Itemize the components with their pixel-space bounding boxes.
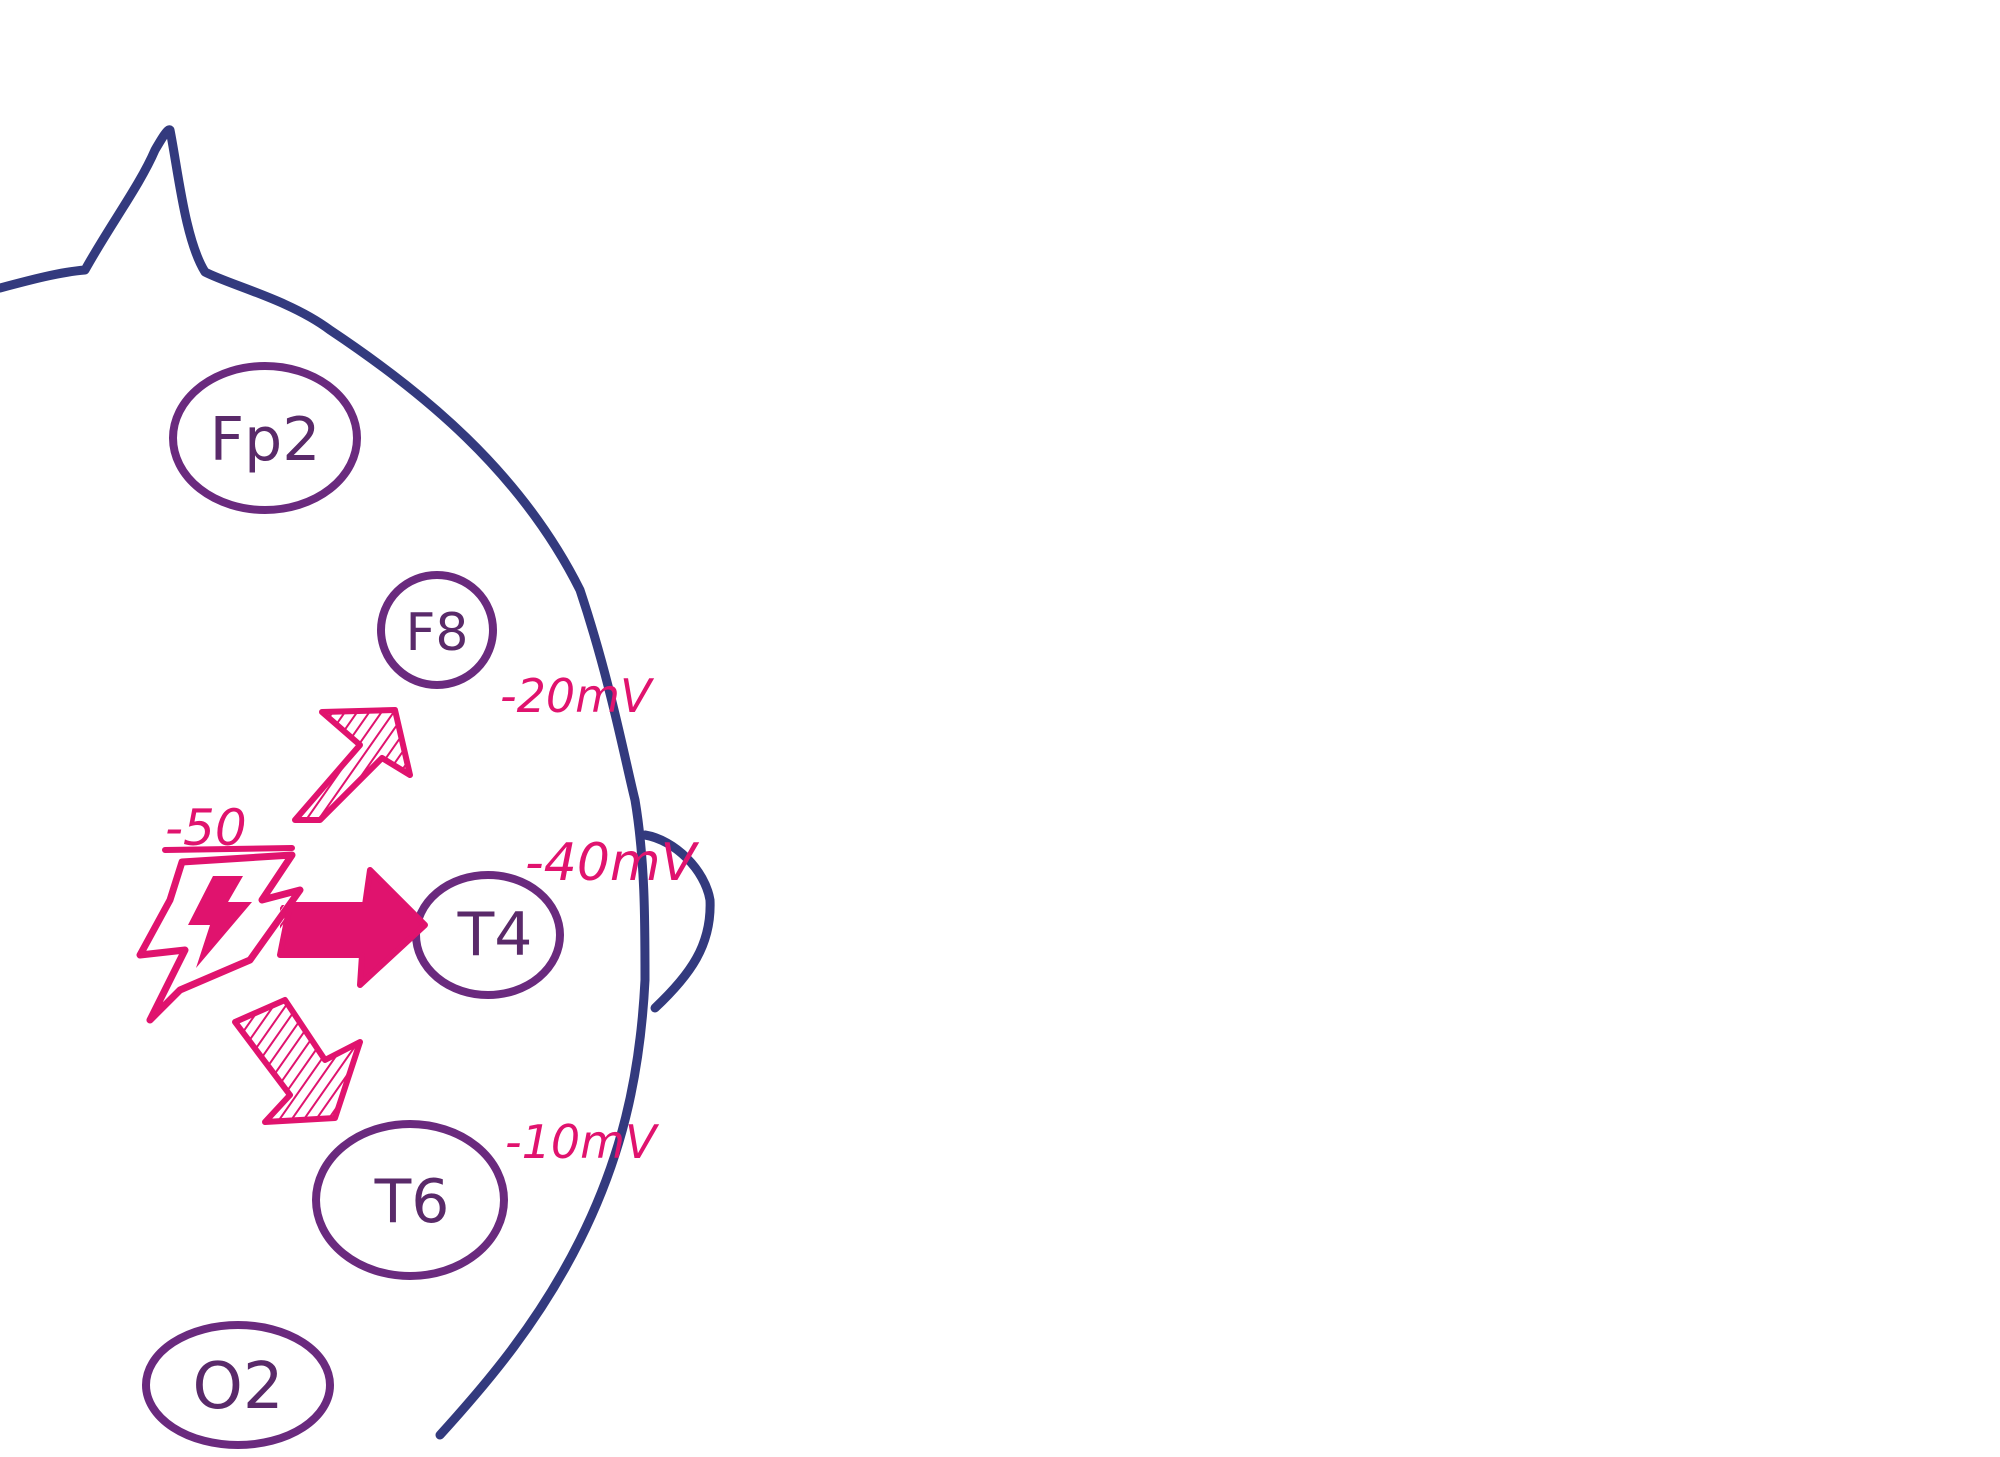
ear-outline	[640, 830, 715, 1013]
head-outline	[0, 125, 650, 1440]
arrow-icon-to-t4	[277, 867, 428, 988]
f8-potential: -20mV	[500, 669, 655, 723]
electrode-o2-label: O2	[192, 1350, 283, 1424]
lightning-bolt-icon	[136, 845, 304, 1024]
electrode-t6-label: T6	[374, 1167, 450, 1237]
arrow-icon-to-t6	[232, 997, 363, 1125]
electrode-fp2: Fp2	[169, 362, 361, 514]
electrode-t4-label: T4	[457, 900, 533, 970]
t6-potential: -10mV	[505, 1115, 660, 1169]
arrow-icon-to-f8	[292, 707, 413, 823]
electrode-fp2-label: Fp2	[210, 405, 321, 475]
source-potential: -50	[165, 799, 247, 857]
electrode-o2: O2	[142, 1321, 334, 1449]
electrode-t6: T6	[312, 1120, 508, 1280]
electrode-f8-label: F8	[406, 603, 469, 663]
t4-potential: -40mV	[525, 833, 700, 893]
electrode-t4: T4	[412, 871, 564, 999]
electrode-f8: F8	[377, 571, 497, 689]
